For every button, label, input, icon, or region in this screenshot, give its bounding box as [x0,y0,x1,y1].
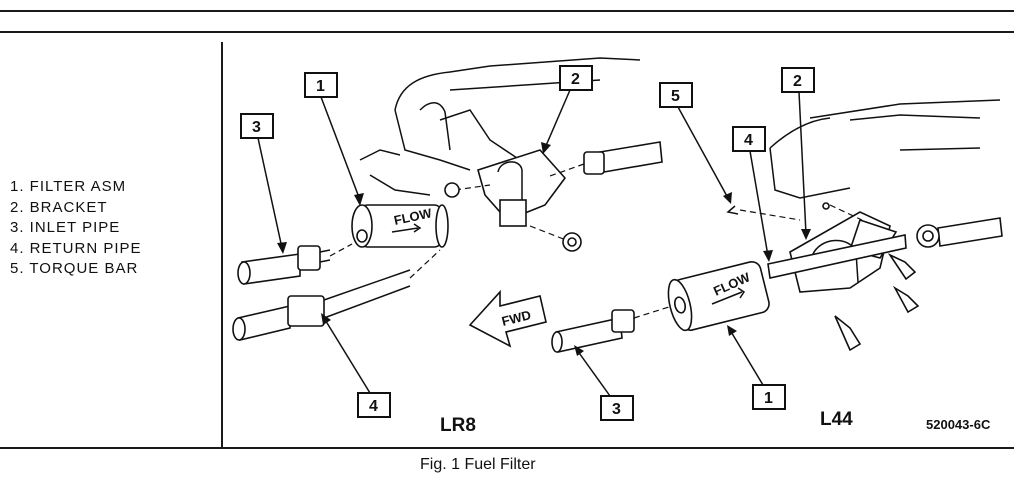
bottom-border [0,447,1014,449]
svg-text:2: 2 [571,71,580,88]
engine-label-left: LR8 [440,415,476,436]
svg-text:4: 4 [744,132,753,149]
svg-text:4: 4 [369,398,378,415]
fwd-arrow: FWD [468,289,547,348]
engine-label-right: L44 [820,409,853,430]
l44-torque-bar [726,205,801,221]
l44-callout-4: 4 [732,126,773,262]
l44-return-pipe [767,217,1003,279]
l44-callout-2: 2 [781,67,815,240]
l44-callout-5: 5 [659,82,732,204]
legend-item: 2. BRACKET [10,198,108,216]
svg-text:FWD: FWD [500,307,532,329]
lr8-filter: FLOW [351,204,449,248]
lr8-return-pipe [232,249,441,341]
lr8-callout-1: 1 [304,72,364,206]
svg-text:1: 1 [316,78,325,95]
figure-caption: Fig. 1 Fuel Filter [420,456,536,473]
legend-item: 5. TORQUE BAR [10,260,139,277]
top-border [0,10,1014,12]
legend-item: 4. RETURN PIPE [10,239,142,257]
svg-text:5: 5 [671,88,680,105]
lr8-callout-3: 3 [240,113,287,254]
l44-inlet-pipe [551,305,673,353]
svg-text:3: 3 [252,119,261,136]
svg-text:3: 3 [612,401,621,418]
lr8-bracket [477,149,567,227]
lr8-callout-2: 2 [541,65,593,154]
legend-item: 3. INLET PIPE [10,219,121,236]
lr8-inlet-pipe [237,243,353,285]
parts-legend: 1. FILTER ASM 2. BRACKET 3. INLET PIPE 4… [10,177,142,280]
reference-number: 520043-6C [926,417,991,432]
lr8-callout-4: 4 [321,313,391,418]
lr8-outlet-pipe [444,141,663,252]
l44-callout-1: 1 [727,325,786,410]
l44-frame-rail [769,99,1001,199]
l44-callout-3: 3 [574,345,634,421]
legend-divider [221,42,223,448]
svg-text:2: 2 [793,73,802,90]
l44-filter: FLOW [667,260,770,332]
svg-text:1: 1 [764,390,773,407]
l44-bolts [822,202,920,352]
header-divider [0,31,1014,33]
legend-item: 1. FILTER ASM [10,178,127,195]
